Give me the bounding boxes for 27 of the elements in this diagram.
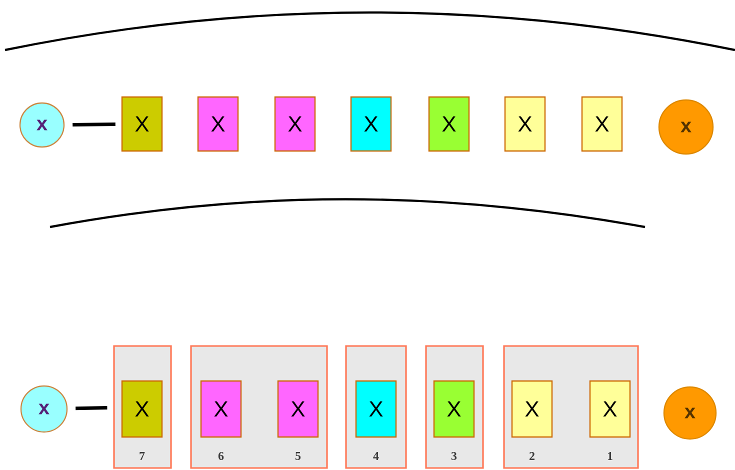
letter-box: X [433,380,475,438]
letter-box: X [274,96,316,152]
letter-box: X [350,96,392,152]
circle-node: x [20,385,68,433]
number-label: 3 [451,452,457,460]
connector-line [76,406,108,410]
circle-node: x [19,102,65,148]
letter-box: X [428,96,470,152]
number-label: 4 [373,452,379,460]
number-label: 2 [530,452,534,460]
letter-box: X [277,380,319,438]
letter-box: X [197,96,239,152]
circle-node: x [663,386,717,440]
letter-box: X [589,380,631,438]
letter-box: X [121,96,163,152]
letter-box: X [355,380,397,438]
number-label: 1 [608,452,612,460]
connector-line [72,122,116,126]
letter-box: X [200,380,242,438]
number-label: 5 [296,452,301,460]
letter-box: X [504,96,546,152]
number-label: 7 [140,452,145,460]
number-label: 6 [218,452,224,460]
letter-box: X [581,96,623,152]
letter-box: X [121,380,163,438]
circle-node: x [658,99,714,155]
letter-box: X [511,380,553,438]
